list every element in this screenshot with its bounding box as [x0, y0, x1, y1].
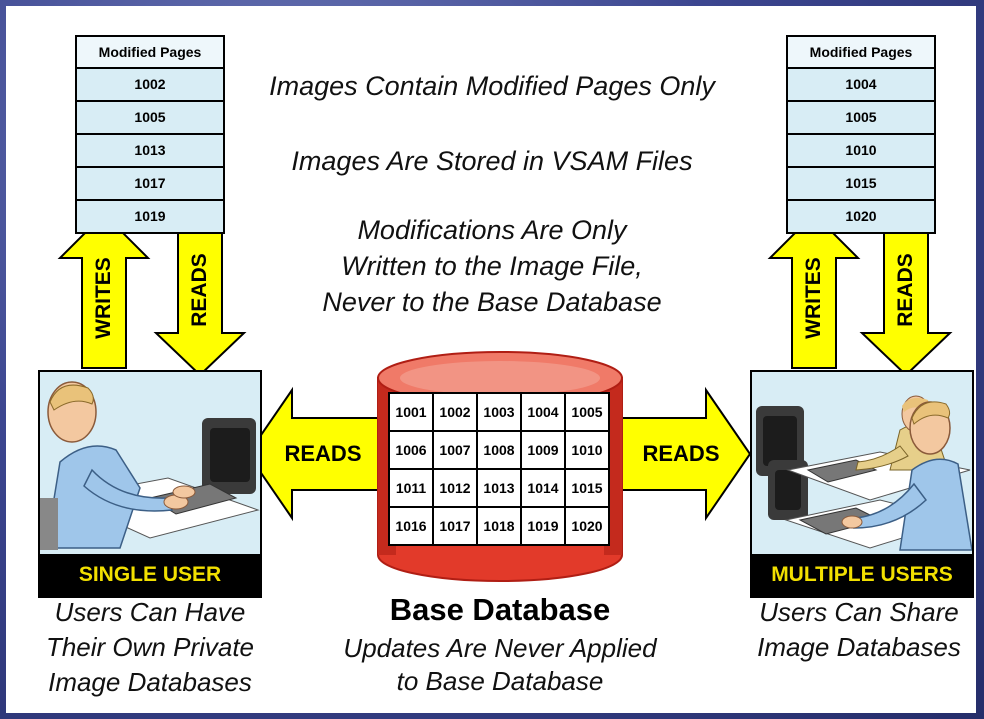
right-modified-pages-table: Modified Pages 1004 1005 1010 1015 1020	[786, 35, 936, 234]
statement-vsam-files: Images Are Stored in VSAM Files	[291, 146, 693, 176]
single-user-label: SINGLE USER	[40, 554, 260, 596]
left-horizontal-reads-arrow	[246, 386, 381, 522]
base-database-pages-grid: 1001 1002 1003 1004 1005 1006 1007 1008 …	[388, 392, 610, 546]
right-modified-page-row: 1005	[788, 102, 934, 135]
multiple-users-caption-line: Image Databases	[757, 632, 961, 662]
single-user-box: SINGLE USER	[38, 370, 262, 598]
single-user-caption-line: Image Databases	[48, 667, 252, 697]
right-modified-pages-header: Modified Pages	[788, 37, 934, 69]
database-page: 1015	[564, 468, 610, 508]
database-page-row: 1016 1017 1018 1019 1020	[388, 506, 610, 546]
multiple-users-illustration	[752, 372, 973, 556]
left-horizontal-reads-label: READS	[284, 441, 362, 466]
single-user-caption: Users Can Have Their Own Private Image D…	[10, 595, 290, 700]
database-page: 1017	[432, 506, 478, 546]
left-reads-arrow	[153, 225, 247, 377]
database-page: 1007	[432, 430, 478, 470]
right-writes-arrow	[767, 212, 861, 369]
database-page: 1012	[432, 468, 478, 508]
left-modified-page-row: 1002	[77, 69, 223, 102]
database-page: 1003	[476, 392, 522, 432]
database-page: 1009	[520, 430, 566, 470]
left-modified-pages-header: Modified Pages	[77, 37, 223, 69]
right-modified-page-row: 1020	[845, 208, 877, 224]
database-page: 1018	[476, 506, 522, 546]
right-modified-page-row: 1015	[788, 168, 934, 201]
database-page: 1002	[432, 392, 478, 432]
database-page: 1010	[564, 430, 610, 470]
multiple-users-caption-line: Users Can Share	[759, 597, 959, 627]
right-horizontal-reads-arrow	[617, 386, 752, 522]
database-page: 1019	[520, 506, 566, 546]
left-modified-page-row: 1017	[77, 168, 223, 201]
database-page-row: 1011 1012 1013 1014 1015	[388, 468, 610, 508]
left-writes-label: WRITES	[92, 257, 115, 339]
statement-modifications-line1: Modifications Are Only	[357, 215, 627, 245]
statement-modified-pages: Images Contain Modified Pages Only	[269, 71, 715, 101]
left-writes-arrow	[57, 212, 151, 369]
base-database-caption-line: to Base Database	[396, 666, 604, 696]
database-page-row: 1006 1007 1008 1009 1010	[388, 430, 610, 470]
database-page: 1001	[388, 392, 434, 432]
statement-modifications-line3: Never to the Base Database	[322, 287, 662, 317]
database-page: 1004	[520, 392, 566, 432]
database-page-row: 1001 1002 1003 1004 1005	[388, 392, 610, 432]
left-modified-page-row: 1019	[134, 208, 166, 224]
right-modified-page-row: 1004	[788, 69, 934, 102]
database-page: 1005	[564, 392, 610, 432]
left-reads-label: READS	[188, 253, 211, 327]
base-database-caption: Updates Are Never Applied to Base Databa…	[300, 632, 700, 698]
database-page: 1016	[388, 506, 434, 546]
database-page: 1011	[388, 468, 434, 508]
database-page: 1013	[476, 468, 522, 508]
single-user-caption-line: Users Can Have	[54, 597, 246, 627]
database-page: 1014	[520, 468, 566, 508]
base-database-caption-line: Updates Are Never Applied	[343, 633, 657, 663]
database-page: 1006	[388, 430, 434, 470]
right-modified-page-row: 1010	[788, 135, 934, 168]
right-horizontal-reads-label: READS	[642, 441, 720, 466]
left-modified-page-row: 1013	[77, 135, 223, 168]
right-reads-label: READS	[894, 253, 917, 327]
right-writes-label: WRITES	[802, 257, 825, 339]
left-modified-page-row: 1005	[77, 102, 223, 135]
database-page: 1020	[564, 506, 610, 546]
single-user-caption-line: Their Own Private	[45, 632, 255, 662]
right-reads-arrow	[859, 225, 953, 377]
multiple-users-label: MULTIPLE USERS	[752, 554, 972, 596]
single-user-illustration	[40, 372, 260, 556]
database-page: 1008	[476, 430, 522, 470]
left-modified-pages-table: Modified Pages 1002 1005 1013 1017 1019	[75, 35, 225, 234]
multiple-users-box: MULTIPLE USERS	[750, 370, 974, 598]
base-database-title: Base Database	[389, 592, 611, 627]
statement-modifications-line2: Written to the Image File,	[341, 251, 643, 281]
multiple-users-caption: Users Can Share Image Databases	[724, 595, 984, 665]
